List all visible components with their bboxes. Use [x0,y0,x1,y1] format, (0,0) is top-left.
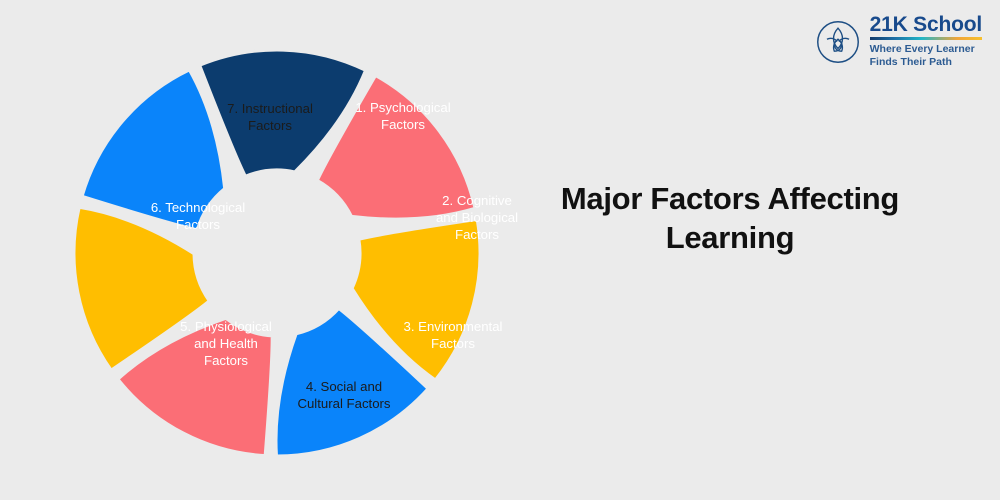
donut-segment-social-cultural-factors[interactable] [350,217,482,382]
donut-segment-group [72,48,482,458]
brand-tagline-line-1: Where Every Learner [869,43,975,56]
donut-chart-svg [72,48,482,458]
donut-segment-environmental-factors[interactable] [315,74,477,221]
donut-segment-psychological-factors[interactable] [80,68,227,232]
page-title-line-2: Learning [665,219,795,255]
page-title-line-1: Major Factors Affecting [560,181,900,216]
lotus-circle-logo-icon [816,20,859,63]
brand-tagline: Where Every Learner Finds Their Path [870,43,975,69]
donut-segment-technological-factors[interactable] [116,316,274,458]
brand-logo[interactable]: 21K School Where Every Learner Finds The… [815,13,983,69]
page-title: Major Factors Affecting Learning [520,180,940,258]
donut-segment-instructional-factors[interactable] [72,205,211,372]
donut-segment-physiological-health-factors[interactable] [274,306,430,458]
brand-tagline-line-2: Finds Their Path [869,56,952,69]
brand-name: 21K School [869,13,983,36]
brand-gradient-rule [869,37,982,41]
brand-text-block: 21K School Where Every Learner Finds The… [869,13,983,69]
donut-segment-cognitive-biological-factors[interactable] [198,48,368,178]
